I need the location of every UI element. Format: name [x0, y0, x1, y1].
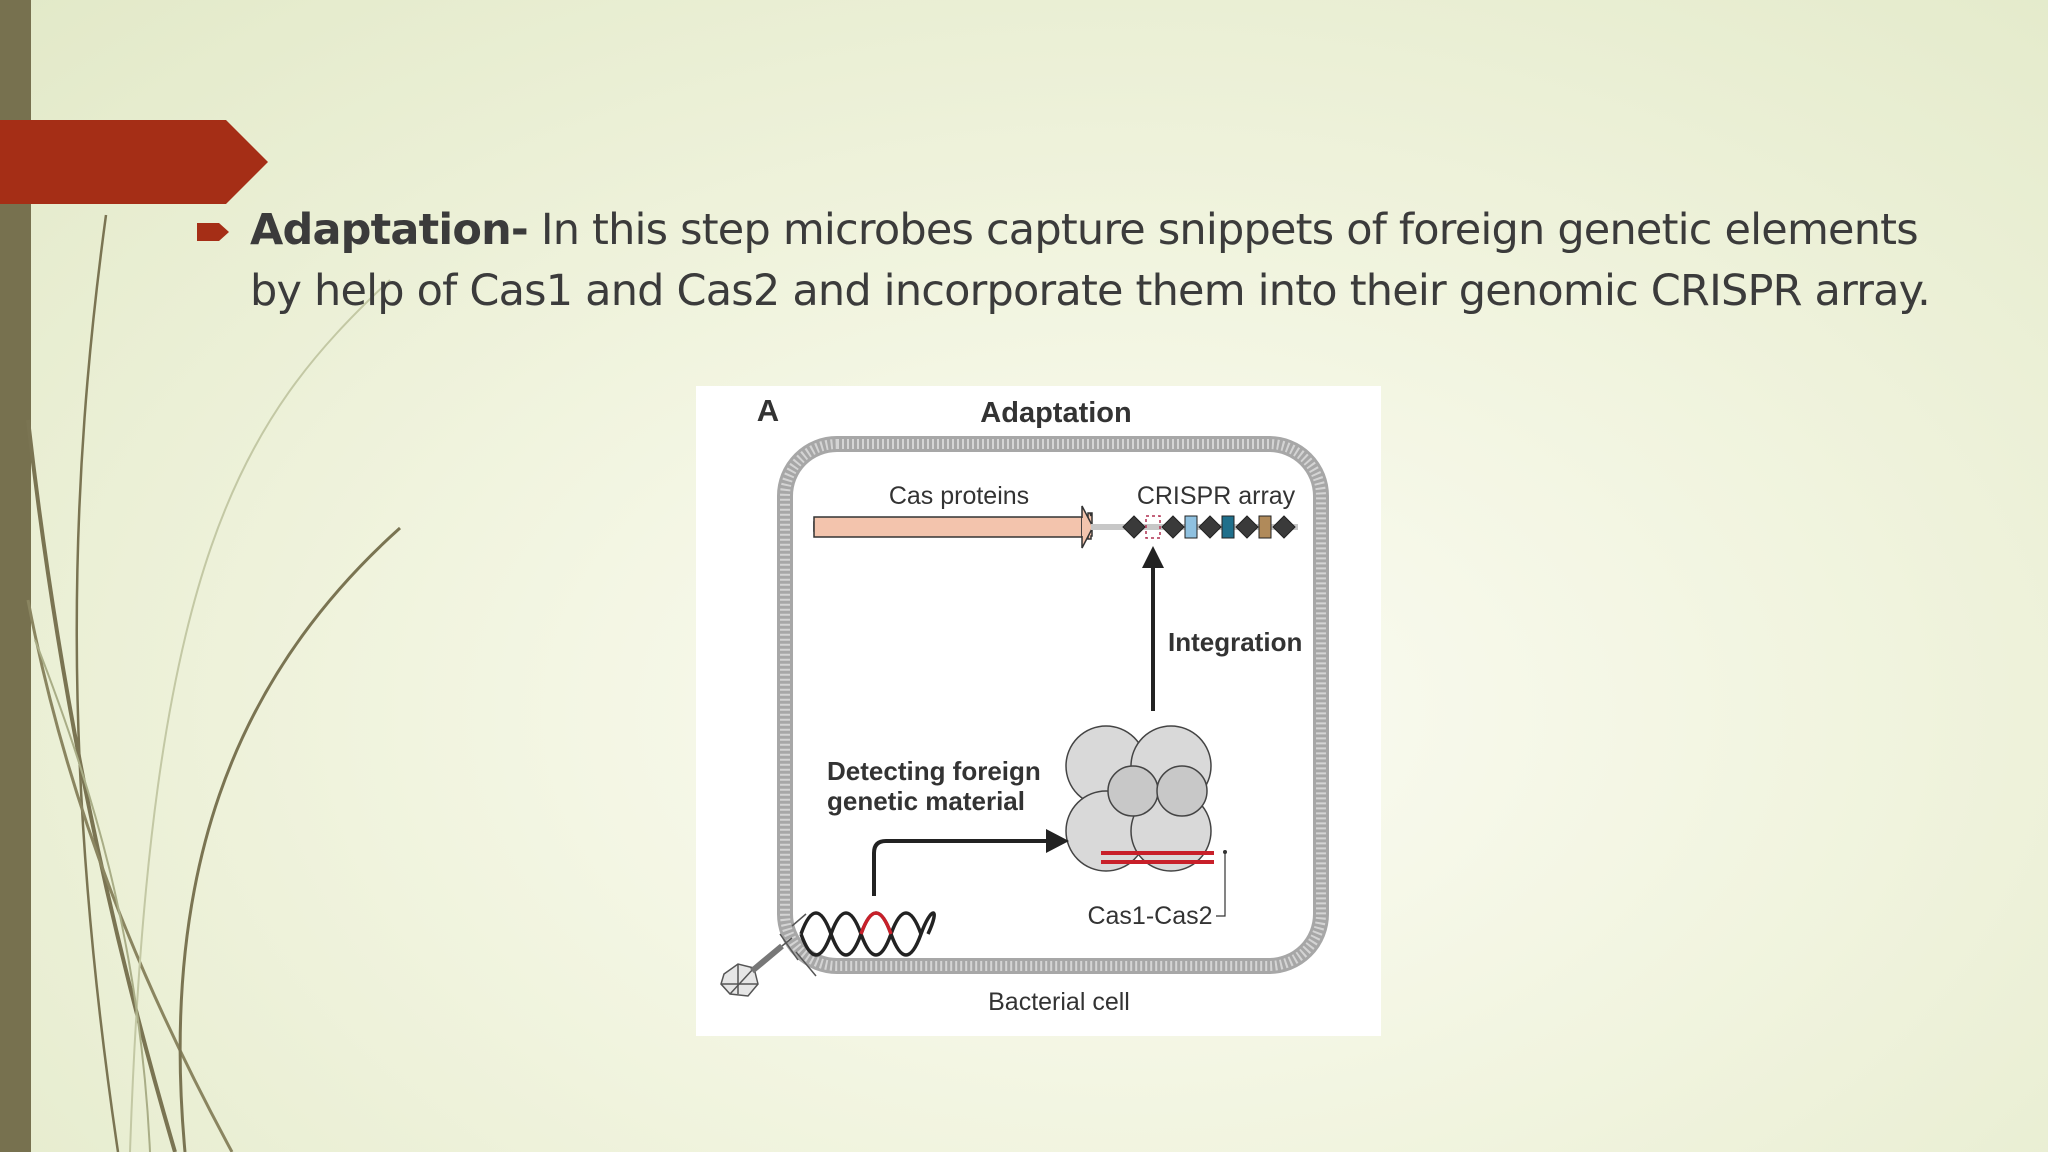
title-accent-tab [0, 120, 268, 204]
crispr-array-label: CRISPR array [1137, 482, 1296, 510]
detecting-label-line-2: genetic material [827, 786, 1025, 816]
decorative-swoosh-lines [26, 214, 402, 1152]
bullet-term: Adaptation- [250, 205, 529, 255]
foreign-dna-helix [799, 911, 936, 957]
bullet-line-2: by help of Cas1 and Cas2 and incorporate… [250, 266, 1931, 316]
bullet-text: Adaptation- In this step microbes captur… [250, 200, 2000, 322]
detecting-arrow [872, 839, 1048, 896]
adaptation-diagram: A Adaptation Cas proteins CRISPR array I… [696, 386, 1381, 1036]
diagram-title: Adaptation [980, 397, 1131, 429]
detecting-label-line-1: Detecting foreign [827, 756, 1041, 786]
integration-label: Integration [1168, 627, 1302, 657]
cas-proteins-label: Cas proteins [889, 482, 1029, 510]
bullet-line-1: In this step microbes capture snippets o… [540, 205, 1919, 255]
bullet-arrow-icon [197, 223, 229, 241]
cas1-cas2-complex [1065, 725, 1212, 872]
panel-letter: A [757, 393, 779, 428]
bacteriophage [720, 913, 817, 997]
cas1-cas2-label: Cas1-Cas2 [1087, 902, 1212, 930]
bacterial-cell-label: Bacterial cell [988, 988, 1130, 1016]
crispr-array [1122, 515, 1296, 539]
